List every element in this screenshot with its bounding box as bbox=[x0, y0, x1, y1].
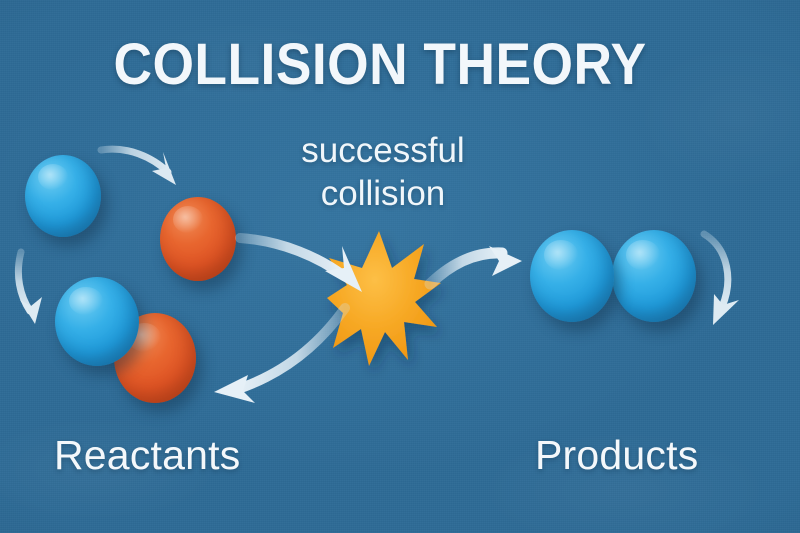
atom-reactant-orange-1 bbox=[160, 197, 236, 281]
caption-products: Products bbox=[535, 432, 699, 478]
atom-reactant-blue-2 bbox=[55, 277, 139, 366]
subtitle-line-2: collision bbox=[320, 174, 446, 213]
caption-reactants: Reactants bbox=[54, 432, 241, 478]
collision-burst-icon bbox=[327, 231, 441, 366]
atom-product-blue-left bbox=[530, 230, 614, 322]
atom-product-blue-right bbox=[612, 230, 696, 322]
successful-collision-label: successful collision bbox=[243, 129, 523, 215]
page-title: COLLISION THEORY bbox=[113, 32, 647, 97]
atom-reactant-blue-1 bbox=[25, 155, 101, 237]
subtitle-line-1: successful bbox=[301, 131, 465, 170]
